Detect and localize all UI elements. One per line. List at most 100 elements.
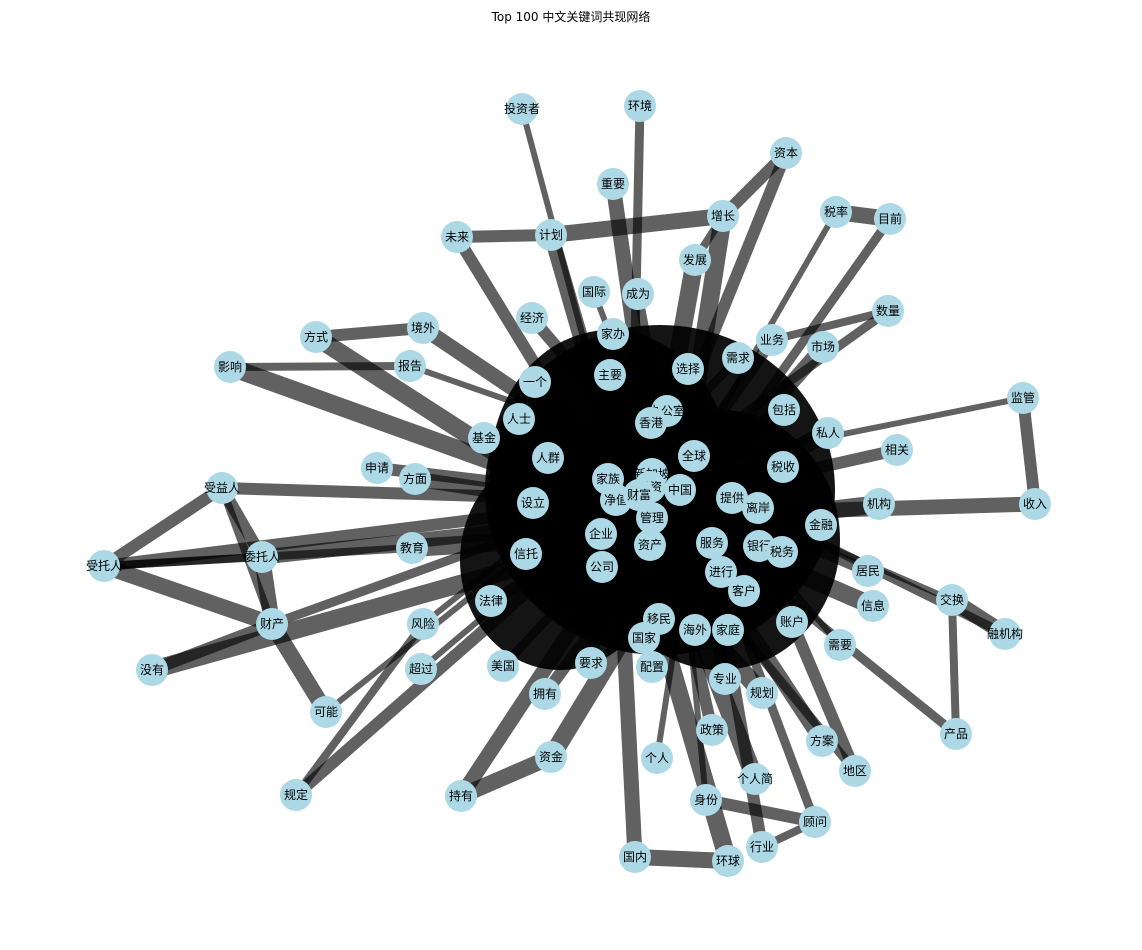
node-label: 行业 (750, 840, 774, 854)
node-label: 设立 (521, 495, 545, 510)
node-全球: 全球 (678, 440, 710, 472)
node-circle (280, 779, 312, 811)
node-没有: 没有 (136, 654, 168, 686)
node-circle (136, 654, 168, 686)
node-金融: 金融 (805, 509, 837, 541)
edge-方式-境外 (310, 322, 429, 343)
node-相关: 相关 (881, 434, 913, 466)
node-label: 人士 (507, 412, 531, 426)
node-label: 持有 (449, 788, 473, 803)
node-账户: 账户 (776, 606, 808, 638)
node-label: 报告 (398, 358, 422, 373)
node-配置: 配置 (636, 651, 668, 683)
node-报告: 报告 (394, 350, 426, 382)
node-家庭: 家庭 (712, 614, 744, 646)
node-label: 需求 (726, 351, 750, 365)
node-经济: 经济 (516, 302, 548, 334)
node-label: 服务 (700, 535, 724, 550)
node-circle (799, 806, 831, 838)
node-label: 配置 (640, 660, 664, 674)
node-label: 业务 (760, 332, 784, 347)
node-label: 信息 (861, 598, 885, 613)
node-规划: 规划 (746, 677, 778, 709)
node-客户: 客户 (728, 575, 760, 607)
node-circle (881, 434, 913, 466)
node-境外: 境外 (407, 312, 439, 344)
node-label: 居民 (856, 564, 880, 578)
node-circle (824, 629, 856, 661)
node-label: 包括 (772, 402, 796, 417)
node-个人: 个人 (641, 742, 673, 774)
node-circle (872, 295, 904, 327)
node-业务: 业务 (756, 324, 788, 356)
node-label: 需要 (828, 638, 852, 652)
node-持有: 持有 (445, 780, 477, 812)
node-资本: 资本 (770, 137, 802, 169)
node-circle (597, 318, 629, 350)
node-label: 计划 (539, 228, 563, 242)
node-成为: 成为 (622, 278, 654, 310)
node-circle (535, 219, 567, 251)
node-label: 国家 (632, 630, 656, 645)
node-label: 美国 (491, 659, 515, 673)
node-label: 方面 (403, 471, 427, 486)
node-circle (535, 741, 567, 773)
node-风险: 风险 (407, 608, 439, 640)
node-label: 金融 (809, 517, 833, 532)
node-label: 企业 (589, 526, 613, 541)
node-circle (679, 244, 711, 276)
node-circle (396, 532, 428, 564)
nodes-layer: 投资者环境资本重要增长税率目前未来计划发展国际成为经济境外方式家办数量业务市场影… (86, 90, 1051, 877)
node-投资者: 投资者 (504, 93, 540, 125)
node-申请: 申请 (361, 452, 393, 484)
node-label: 投资者 (504, 101, 540, 116)
node-身份: 身份 (690, 784, 722, 816)
node-circle (300, 321, 332, 353)
node-circle (805, 509, 837, 541)
node-居民: 居民 (852, 555, 884, 587)
node-circle (506, 93, 538, 125)
node-label: 私人 (816, 426, 840, 440)
edge-规定-风险 (292, 620, 427, 799)
node-个人简: 个人简 (737, 763, 773, 795)
node-label: 银行 (747, 539, 771, 553)
edge-受托人-财产 (96, 558, 280, 632)
node-circle (712, 614, 744, 646)
node-circle (678, 440, 710, 472)
node-委托人: 委托人 (244, 541, 280, 573)
node-未来: 未来 (441, 221, 473, 253)
node-信息: 信息 (857, 590, 889, 622)
node-label: 国内 (623, 850, 647, 864)
node-circle (746, 831, 778, 863)
node-设立: 设立 (517, 487, 549, 519)
node-融机构: 融机构 (987, 618, 1023, 650)
node-label: 政策 (700, 723, 724, 737)
node-国家: 国家 (628, 622, 660, 654)
node-label: 市场 (811, 339, 835, 354)
node-circle (246, 541, 278, 573)
node-circle (519, 366, 551, 398)
node-超过: 超过 (405, 653, 437, 685)
node-法律: 法律 (475, 585, 507, 617)
node-circle (407, 608, 439, 640)
node-label: 拥有 (533, 687, 557, 701)
node-label: 法律 (479, 594, 503, 608)
node-circle (690, 784, 722, 816)
node-label: 香港 (639, 416, 663, 430)
node-label: 目前 (878, 211, 902, 226)
node-circle (628, 622, 660, 654)
edge-受托人-受益人 (98, 482, 228, 572)
node-人群: 人群 (532, 442, 564, 474)
node-信托: 信托 (510, 538, 542, 570)
node-公司: 公司 (586, 551, 618, 583)
node-circle (441, 221, 473, 253)
node-circle (1007, 382, 1039, 414)
node-行业: 行业 (746, 831, 778, 863)
node-circle (585, 518, 617, 550)
node-circle (475, 585, 507, 617)
node-circle (206, 472, 238, 504)
node-circle (636, 502, 668, 534)
node-label: 财富 (627, 487, 651, 502)
node-label: 要求 (579, 656, 603, 670)
